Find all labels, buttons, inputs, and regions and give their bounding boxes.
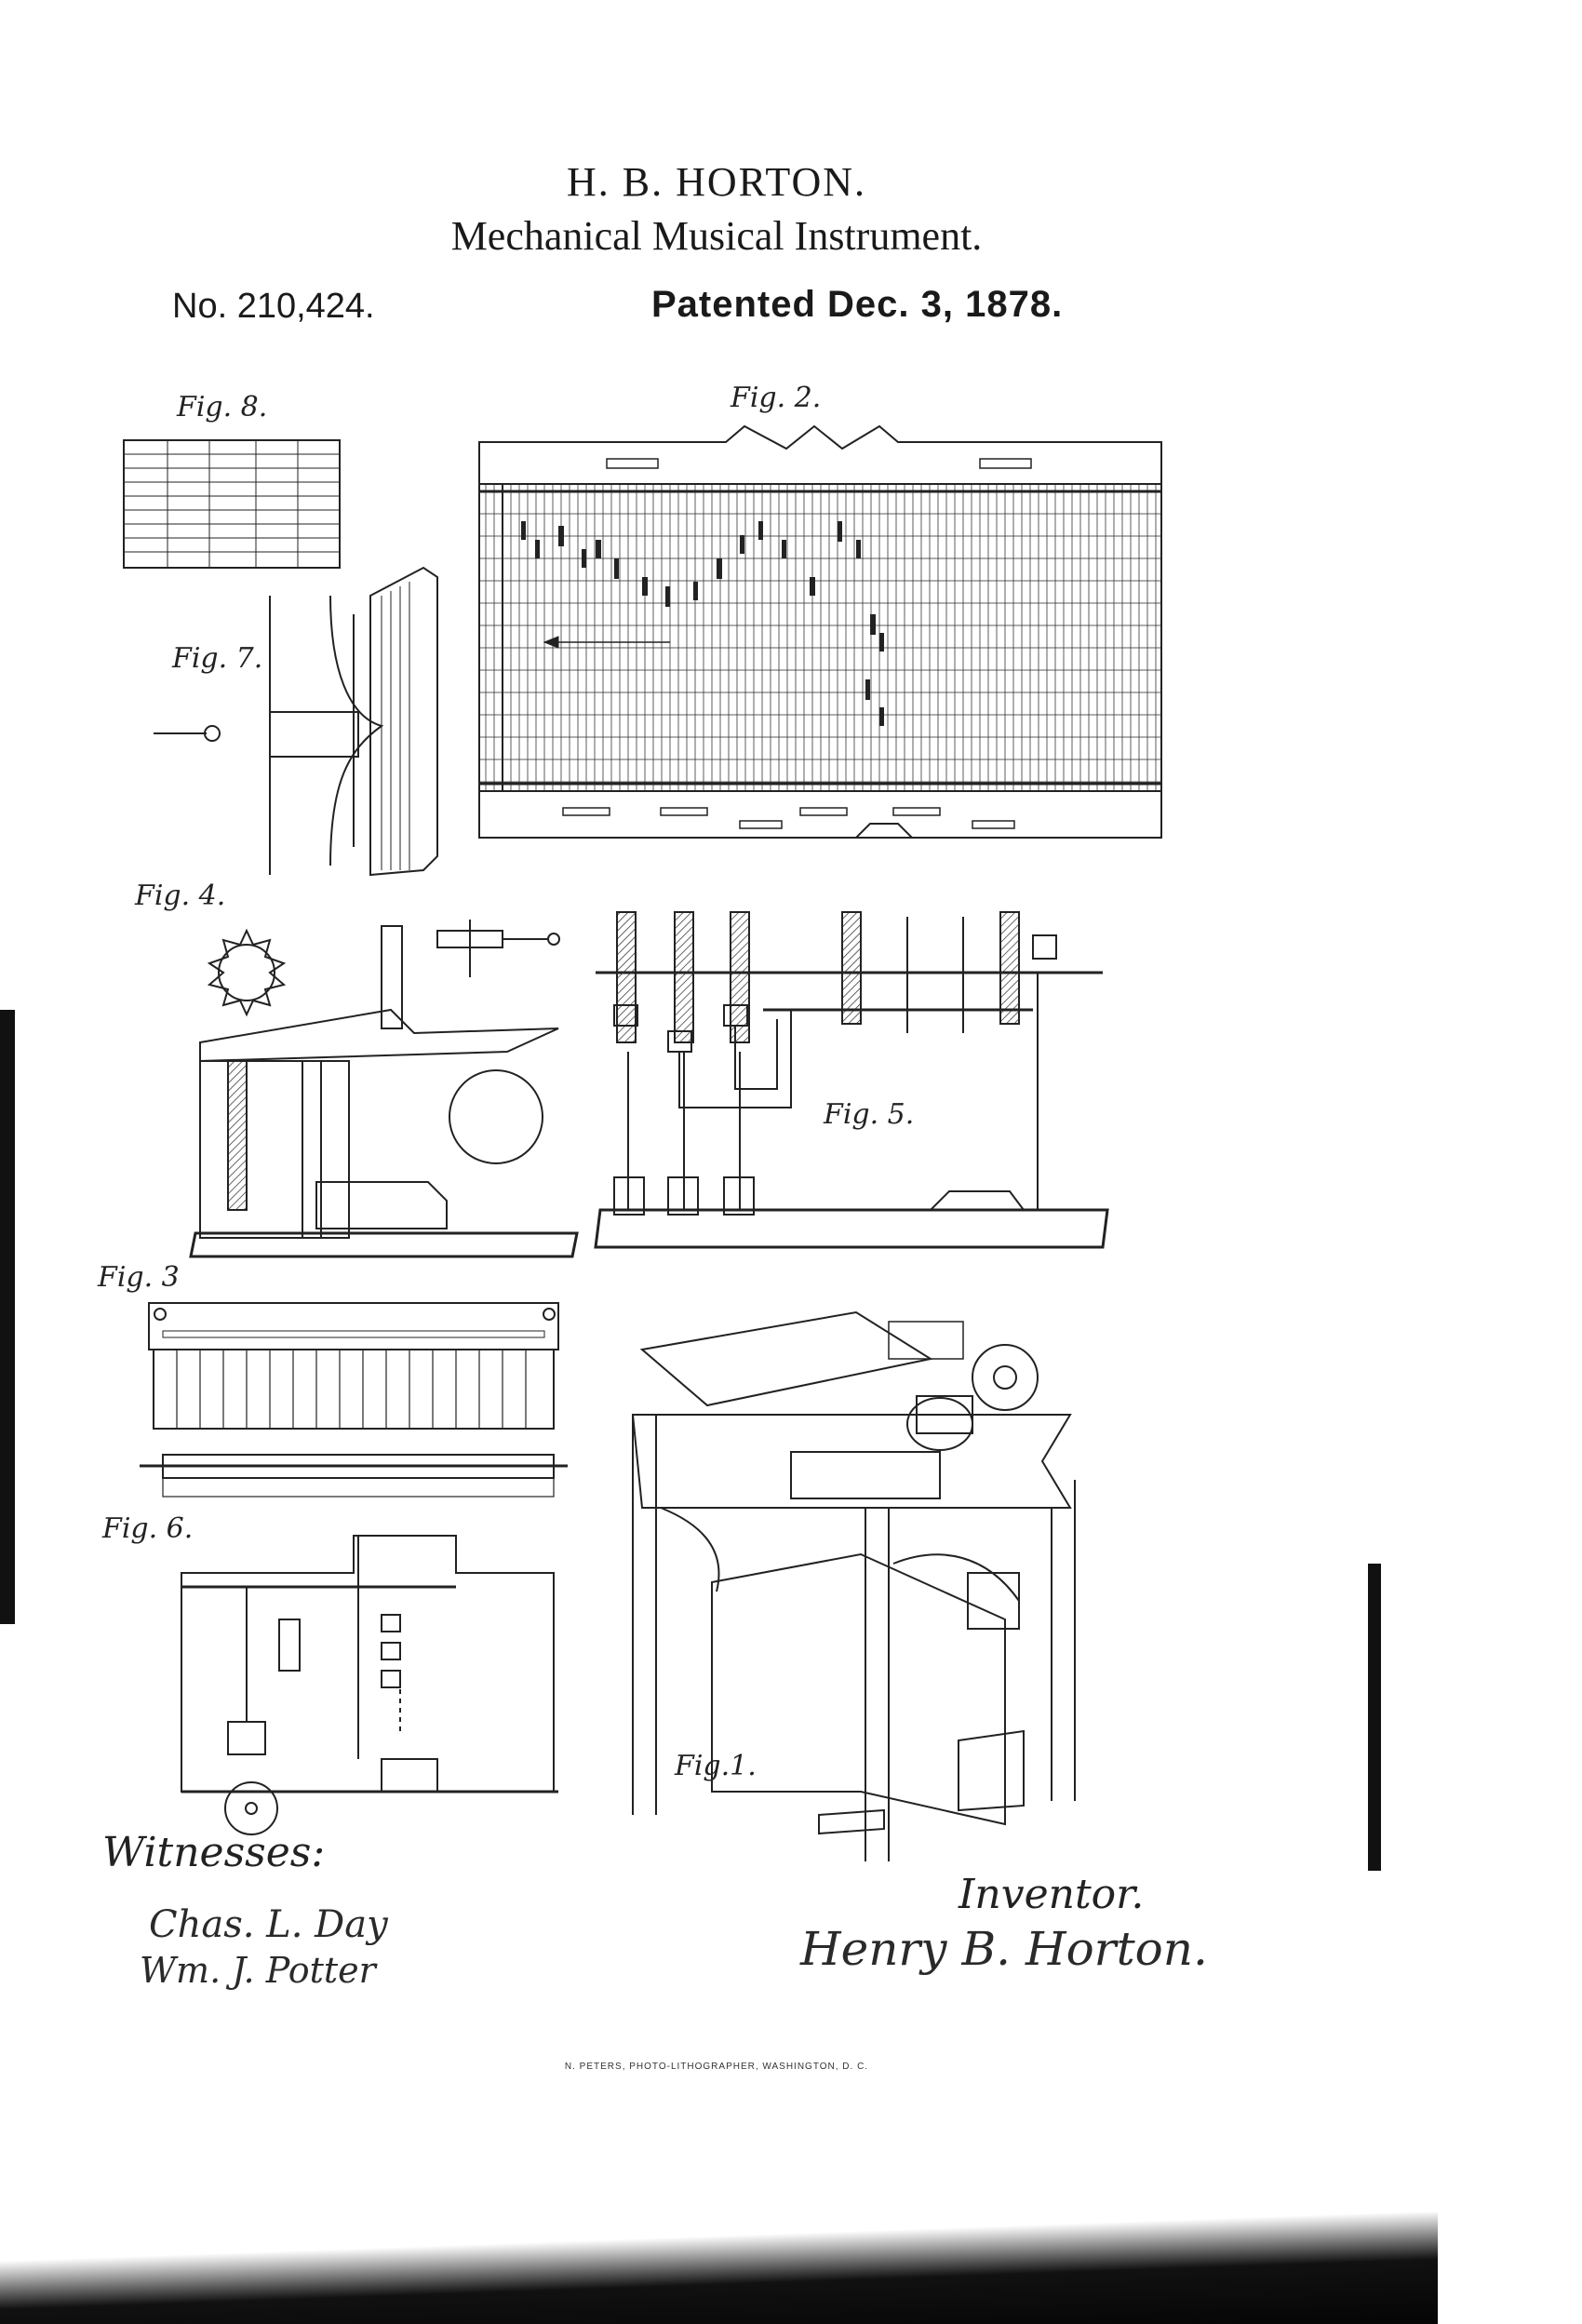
fig5-drawing xyxy=(594,911,1109,1249)
inventor-label: Inventor. xyxy=(959,1871,1145,1918)
patent-number: No. 210,424. xyxy=(172,287,375,326)
fig3-label: Fig. 3 xyxy=(98,1261,180,1294)
scan-edge-left xyxy=(0,1010,15,1624)
fig1-label: Fig.1. xyxy=(675,1750,757,1782)
witness-1-signature: Chas. L. Day xyxy=(149,1903,388,1946)
patent-date: Patented Dec. 3, 1878. xyxy=(651,284,1064,325)
fig8-label: Fig. 8. xyxy=(177,391,268,423)
fig6-label: Fig. 6. xyxy=(102,1512,194,1545)
fig7-label: Fig. 7. xyxy=(172,642,263,675)
fig1-drawing xyxy=(631,1310,1076,1861)
fig5-label: Fig. 5. xyxy=(824,1098,915,1131)
fig2-drawing xyxy=(478,424,1162,839)
patent-title: Mechanical Musical Instrument. xyxy=(450,213,983,259)
fig4-drawing xyxy=(189,920,579,1258)
scan-edge-right xyxy=(1368,1564,1381,1871)
fig6-drawing xyxy=(181,1535,558,1835)
witnesses-label: Witnesses: xyxy=(102,1829,326,1876)
fig4-label: Fig. 4. xyxy=(135,880,226,912)
scan-shadow xyxy=(0,2212,1438,2324)
witness-2-signature: Wm. J. Potter xyxy=(140,1950,376,1991)
fig3-drawing xyxy=(140,1302,568,1498)
lithographer-imprint: N. PETERS, PHOTO-LITHOGRAPHER, WASHINGTO… xyxy=(564,2062,869,2072)
fig2-label: Fig. 2. xyxy=(731,382,822,414)
fig7-drawing xyxy=(154,566,438,877)
inventor-name: H. B. HORTON. xyxy=(566,159,866,205)
inventor-signature: Henry B. Horton. xyxy=(800,1922,1208,1976)
fig8-drawing xyxy=(123,439,341,569)
